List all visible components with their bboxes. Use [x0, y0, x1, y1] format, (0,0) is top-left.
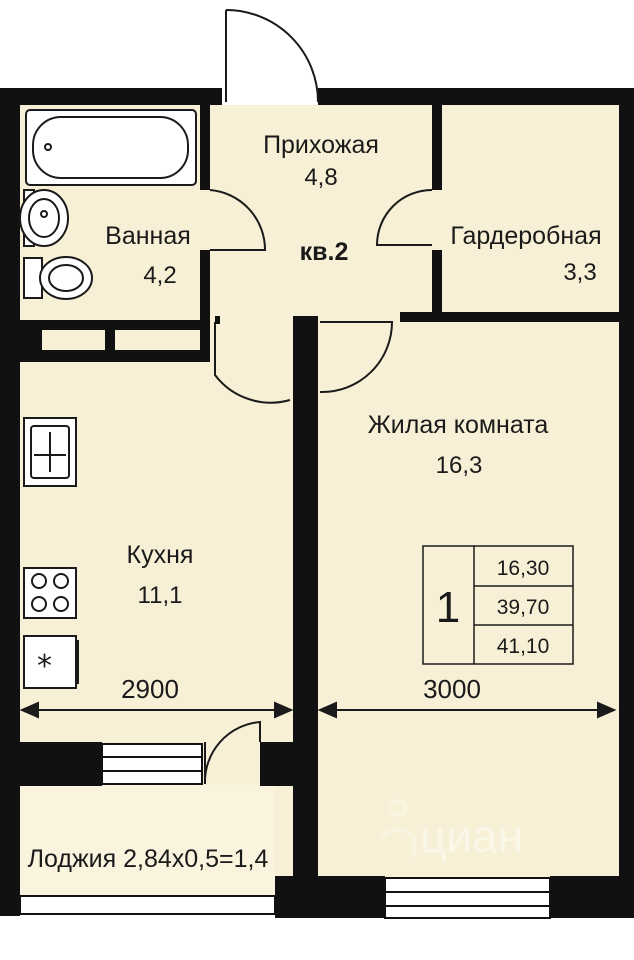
entrance-door	[222, 9, 319, 105]
total-area-value: 39,70	[497, 596, 550, 619]
watermark-logo	[380, 799, 416, 858]
watermark-text: циан	[420, 810, 523, 862]
kitchen-width-dimension: 2900	[121, 674, 179, 704]
area-table	[422, 545, 574, 665]
walls	[0, 88, 634, 918]
sink-icon	[19, 189, 69, 247]
svg-text:*: *	[37, 649, 52, 684]
living-area-value: 16,30	[497, 557, 550, 580]
bathroom-name: Ванная	[105, 222, 191, 250]
interior-doors	[203, 189, 433, 785]
living-room-name: Жилая комната	[368, 411, 549, 439]
toilet-icon	[23, 256, 93, 300]
total-area-with-loggia-value: 41,10	[497, 635, 550, 658]
hallway-name: Прихожая	[263, 131, 379, 159]
rooms-count: 1	[436, 583, 460, 632]
fridge-icon: *	[23, 635, 79, 689]
hallway-area: 4,8	[304, 164, 337, 191]
windows	[19, 743, 551, 919]
kitchen-area: 11,1	[138, 582, 183, 609]
living-room-area: 16,3	[436, 452, 483, 479]
loggia-label: Лоджия 2,84x0,5=1,4	[28, 845, 269, 873]
bathtub-icon	[25, 109, 197, 186]
bathroom-area: 4,2	[143, 262, 176, 289]
wardrobe-area: 3,3	[563, 259, 596, 286]
kitchen-sink-icon	[23, 417, 77, 487]
room-width-dimension: 3000	[423, 674, 481, 704]
kitchen-name: Кухня	[127, 541, 194, 569]
apartment-label: кв.2	[300, 238, 349, 266]
dimension-lines	[19, 701, 617, 719]
loggia-floor	[20, 785, 275, 895]
wardrobe-name: Гардеробная	[450, 222, 601, 250]
stove-icon	[23, 567, 77, 619]
